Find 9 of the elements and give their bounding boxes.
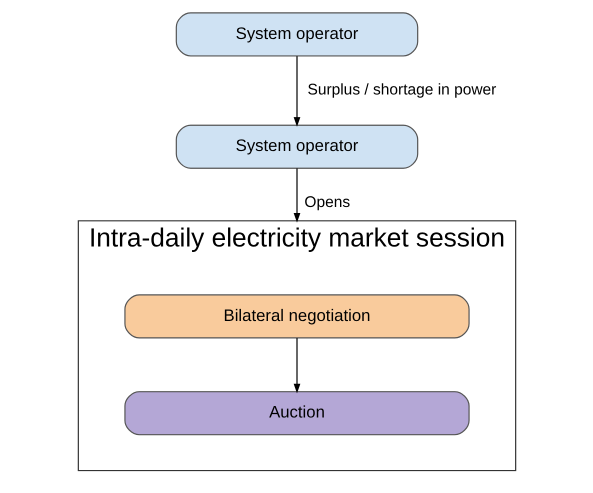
arrow bbox=[293, 168, 300, 223]
edge-label: Surplus / shortage in power bbox=[306, 82, 496, 99]
arrow bbox=[293, 338, 300, 394]
node-box: Bilateral negotiation bbox=[124, 294, 470, 338]
arrow bbox=[293, 56, 300, 127]
node-box: System operator bbox=[175, 12, 418, 57]
node-box: System operator bbox=[175, 124, 418, 169]
edge-label: Opens bbox=[304, 194, 350, 211]
node-box: Auction bbox=[124, 391, 470, 436]
